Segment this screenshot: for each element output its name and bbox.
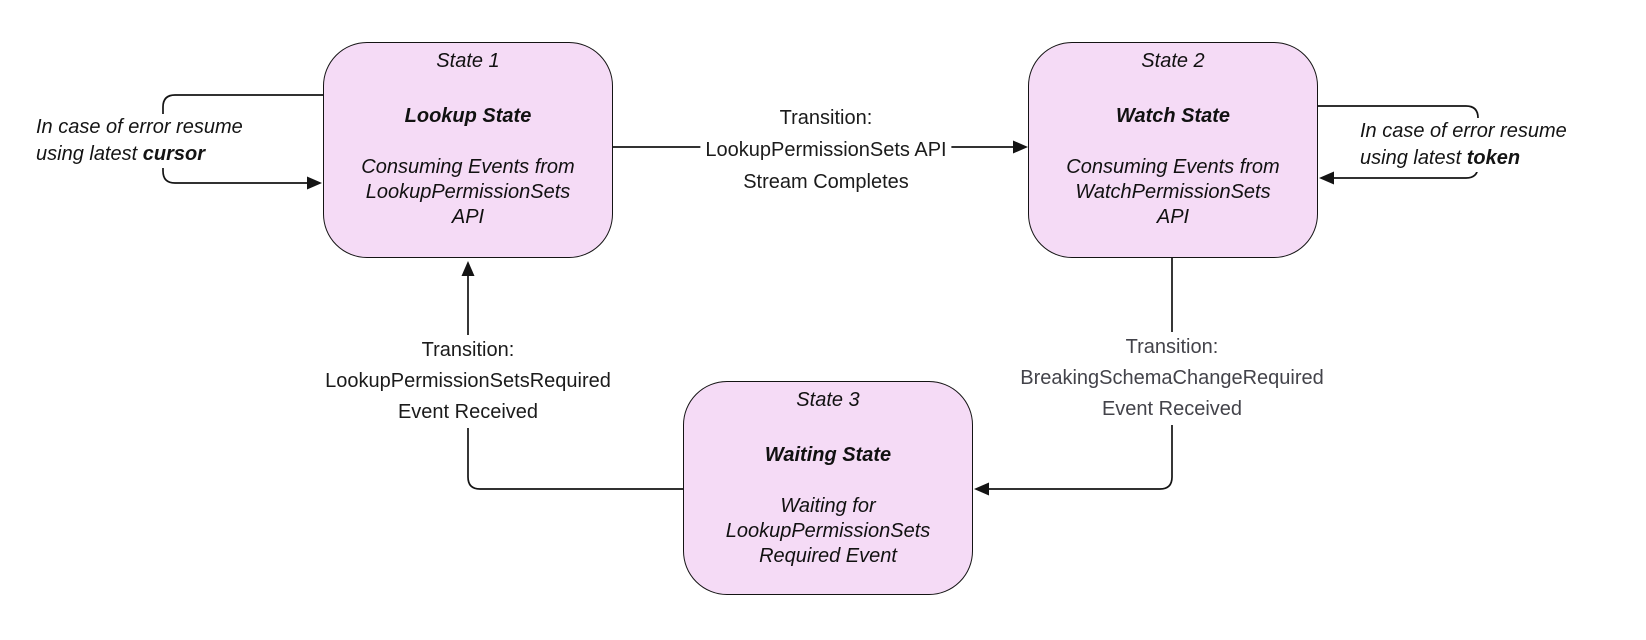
- state-description-line: Consuming Events from: [1066, 156, 1280, 178]
- note-line: In case of error resume: [1360, 120, 1567, 142]
- state-description: Consuming Events from WatchPermissionSet…: [1029, 155, 1317, 230]
- transition-label-line: LookupPermissionSetsRequired: [325, 370, 611, 392]
- state-description: Consuming Events from LookupPermissionSe…: [324, 155, 612, 230]
- state-number: State 2: [1141, 50, 1205, 72]
- state-description-line: API: [451, 206, 485, 228]
- transition-label-line: Event Received: [397, 401, 539, 423]
- arrow-waiting-to-lookup: [467, 276, 683, 490]
- transition-label-line: BreakingSchemaChangeRequired: [1020, 367, 1324, 389]
- state-description-line: Waiting for: [780, 495, 876, 517]
- note-line: In case of error resume: [36, 116, 243, 138]
- state-description-line: Required Event: [759, 545, 897, 567]
- note-bold-word: token: [1466, 147, 1521, 169]
- state-description-line: Consuming Events from: [361, 156, 575, 178]
- state-number: State 1: [436, 50, 500, 72]
- state-description-line: LookupPermissionSets: [725, 520, 931, 542]
- transition-label-lookup-to-watch: Transition: LookupPermissionSets API Str…: [700, 102, 952, 198]
- transition-label-line: Transition:: [421, 339, 515, 361]
- note-bold-word: cursor: [142, 143, 205, 165]
- transition-label-line: Event Received: [1101, 398, 1243, 420]
- state-name: Waiting State: [764, 444, 892, 466]
- arrowhead-left-icon: [974, 482, 989, 496]
- state-name: Watch State: [1115, 105, 1231, 127]
- transition-label-watch-to-waiting: Transition: BreakingSchemaChangeRequired…: [1015, 332, 1329, 425]
- state-description-line: LookupPermissionSets: [365, 181, 571, 203]
- arrowhead-right-icon: [307, 176, 322, 190]
- arrowhead-left-icon: [1319, 171, 1334, 185]
- note-error-resume-token: In case of error resume using latest tok…: [1358, 118, 1569, 172]
- transition-label-waiting-to-lookup: Transition: LookupPermissionSetsRequired…: [320, 335, 616, 428]
- state-node-watch: State 2 Watch State Consuming Events fro…: [1028, 42, 1318, 258]
- transition-label-line: Transition:: [1125, 336, 1219, 358]
- transition-label-line: LookupPermissionSets API: [705, 139, 947, 161]
- note-line: using latest token: [1360, 145, 1567, 172]
- note-error-resume-cursor: In case of error resume using latest cur…: [34, 114, 245, 168]
- transition-label-line: Transition:: [779, 107, 873, 129]
- state-description: Waiting for LookupPermissionSets Require…: [684, 494, 972, 569]
- state-name: Lookup State: [404, 105, 532, 127]
- state-number: State 3: [796, 389, 860, 411]
- state-description-line: WatchPermissionSets: [1075, 181, 1271, 203]
- state-description-line: API: [1156, 206, 1190, 228]
- arrow-watch-to-waiting: [989, 258, 1173, 490]
- note-line: using latest cursor: [36, 141, 243, 168]
- note-line-prefix: using latest: [36, 143, 143, 165]
- state-node-waiting: State 3 Waiting State Waiting for Lookup…: [683, 381, 973, 595]
- note-line-prefix: using latest: [1360, 147, 1467, 169]
- state-node-lookup: State 1 Lookup State Consuming Events fr…: [323, 42, 613, 258]
- arrowhead-right-icon: [1013, 140, 1028, 154]
- arrowhead-up-icon: [461, 261, 475, 276]
- transition-label-line: Stream Completes: [743, 171, 909, 193]
